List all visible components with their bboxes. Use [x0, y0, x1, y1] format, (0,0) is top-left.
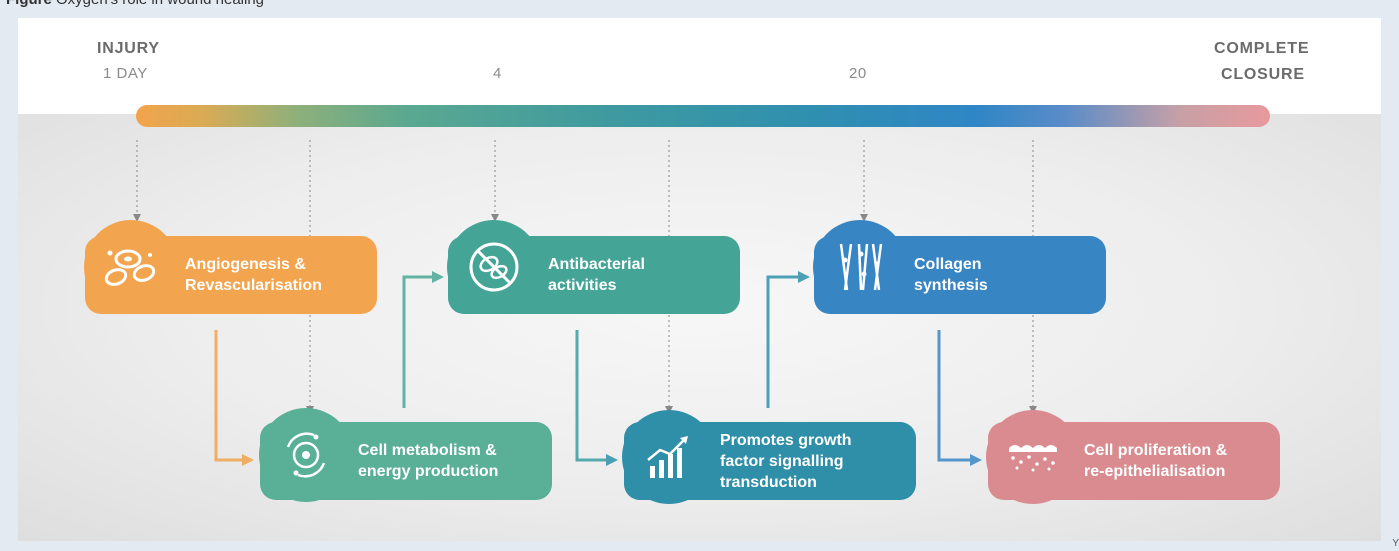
bacteria-prohibited-icon [447, 220, 541, 314]
flow-collagen-to-proliferation [937, 330, 982, 466]
collagen-line1: Collagen [914, 256, 982, 273]
antibacterial-line2: activities [548, 277, 617, 294]
injury-label: INJURY [97, 40, 160, 57]
growth-line3: transduction [720, 474, 817, 491]
collagen-line2: synthesis [914, 277, 988, 294]
caption-prefix: Figure [6, 0, 52, 8]
proliferation-line1: Cell proliferation & [1084, 442, 1228, 459]
metabolism-line2: energy production [358, 463, 499, 480]
caption-text: Oxygen's role in wound healing [56, 0, 264, 8]
skin-cells-icon [986, 410, 1080, 504]
metabolism-line1: Cell metabolism & [358, 442, 497, 459]
angiogenesis-line2: Revascularisation [185, 277, 322, 294]
complete-label: COMPLETE [1214, 40, 1310, 57]
diagram-frame: INJURY 1 DAY 4 20 COMPLETE CLOSURE [18, 18, 1381, 541]
antibacterial-line1: Antibacterial [548, 256, 645, 273]
day-20-label: 20 [849, 65, 867, 82]
day-1-label: 1 DAY [103, 65, 148, 82]
timeline-bar [136, 105, 1270, 127]
collagen-fibers-icon [813, 220, 907, 314]
growth-line2: factor signalling [720, 453, 844, 470]
figure-caption: Figure Oxygen's role in wound healing [6, 0, 264, 8]
cell-cycle-icon [259, 408, 353, 502]
corner-mark: Y [1392, 538, 1399, 549]
angiogenesis-line1: Angiogenesis & [185, 256, 306, 273]
growth-line1: Promotes growth [720, 432, 852, 449]
day-4-label: 4 [493, 65, 502, 82]
proliferation-line2: re-epithelialisation [1084, 463, 1226, 480]
blood-cells-icon [84, 220, 178, 314]
flow-angiogenesis-to-metabolism [214, 330, 254, 466]
flow-metabolism-to-antibacterial [402, 271, 444, 408]
timeline-band [18, 18, 1381, 114]
flow-antibacterial-to-growth [575, 330, 618, 466]
growth-chart-icon [622, 410, 716, 504]
closure-label: CLOSURE [1221, 66, 1305, 83]
connector-lines [133, 140, 1037, 466]
flow-growth-to-collagen [766, 271, 810, 408]
